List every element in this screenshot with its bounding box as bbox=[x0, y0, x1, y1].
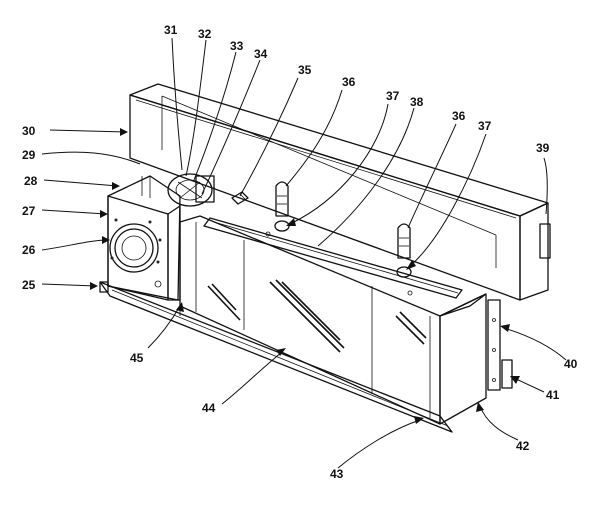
callout-44: 44 bbox=[202, 401, 216, 415]
callout-28: 28 bbox=[24, 174, 38, 188]
callout-25: 25 bbox=[22, 278, 36, 292]
glass-reflections bbox=[207, 279, 427, 353]
top-rail bbox=[203, 217, 463, 299]
callout-37-left: 37 bbox=[386, 89, 400, 103]
callout-36-left: 36 bbox=[342, 75, 356, 89]
callout-26: 26 bbox=[22, 243, 36, 257]
callout-42: 42 bbox=[516, 439, 530, 453]
rear-housing bbox=[129, 83, 551, 301]
callout-29: 29 bbox=[22, 148, 36, 162]
callout-34: 34 bbox=[254, 47, 268, 61]
callout-32: 32 bbox=[198, 27, 212, 41]
callout-27: 27 bbox=[22, 204, 36, 218]
callout-45: 45 bbox=[130, 351, 144, 365]
leader-lines bbox=[41, 37, 567, 469]
bulb-socket-right bbox=[396, 223, 412, 278]
callout-31: 31 bbox=[164, 23, 178, 37]
callout-41: 41 bbox=[546, 388, 560, 402]
callout-37-right: 37 bbox=[478, 119, 492, 133]
callout-30: 30 bbox=[22, 124, 36, 138]
callout-36-right: 36 bbox=[452, 109, 466, 123]
callout-39: 39 bbox=[536, 141, 550, 155]
bulb-socket-left bbox=[274, 181, 290, 232]
callout-33: 33 bbox=[230, 39, 244, 53]
callout-labels: 30 29 28 27 26 25 31 32 33 34 35 36 37 3… bbox=[22, 23, 578, 481]
callout-35: 35 bbox=[298, 63, 312, 77]
callout-43: 43 bbox=[330, 467, 344, 481]
timer-motor-assembly bbox=[167, 173, 215, 207]
callout-38: 38 bbox=[410, 95, 424, 109]
front-door-frame bbox=[99, 215, 513, 433]
callout-40: 40 bbox=[564, 357, 578, 371]
control-panel bbox=[99, 175, 181, 301]
